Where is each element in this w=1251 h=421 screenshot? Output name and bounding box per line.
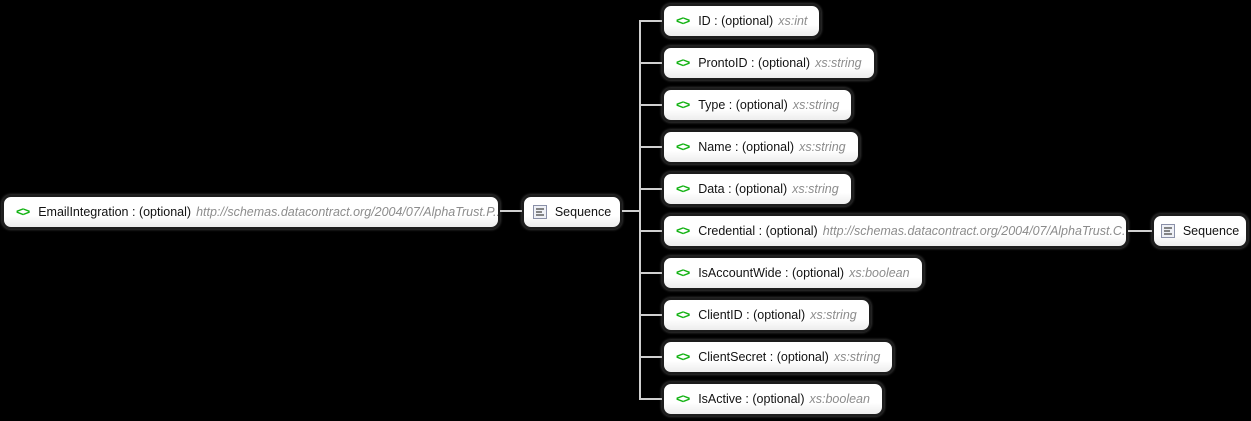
element-node[interactable]: <> ClientID : (optional) xs:string: [662, 298, 871, 332]
element-type: xs:string: [815, 56, 862, 70]
element-type: xs:string: [799, 140, 846, 154]
element-modifier: (optional): [735, 98, 788, 112]
element-modifier: (optional): [752, 392, 805, 406]
element-modifier: (optional): [138, 205, 192, 219]
element-type: xs:boolean: [849, 266, 910, 280]
connector-trunk: [639, 20, 641, 400]
element-type: xs:boolean: [809, 392, 870, 406]
separator: :: [742, 308, 754, 322]
element-name: ClientID: [698, 308, 743, 322]
connector-line: [500, 210, 522, 212]
element-name: Credential: [698, 224, 756, 238]
separator: :: [731, 140, 742, 154]
element-type: xs:string: [792, 98, 840, 112]
element-type: http://schemas.datacontract.org/2004/07/…: [822, 224, 1128, 238]
element-icon: <>: [676, 138, 690, 154]
connector-line: [640, 398, 662, 400]
element-icon: <>: [676, 96, 690, 112]
element-icon: <>: [676, 54, 690, 70]
element-modifier: (optional): [765, 224, 818, 238]
element-icon: <>: [676, 390, 690, 406]
element-modifier: (optional): [741, 140, 795, 154]
element-modifier: (optional): [757, 56, 811, 70]
connector-line: [640, 230, 662, 232]
element-name: ClientSecret: [698, 350, 767, 364]
element-icon: <>: [676, 180, 690, 196]
element-type: xs:string: [833, 350, 881, 364]
connector-line: [640, 62, 662, 64]
element-node[interactable]: <> Name : (optional) xs:string: [662, 130, 860, 164]
element-modifier: (optional): [776, 350, 829, 364]
element-icon: <>: [676, 222, 690, 238]
sequence-icon: [532, 205, 547, 219]
element-modifier: (optional): [721, 14, 774, 28]
separator: :: [724, 182, 736, 196]
element-node[interactable]: <> ID : (optional) xs:int: [662, 4, 822, 38]
element-name: Name: [698, 140, 732, 154]
element-name: IsActive: [698, 392, 742, 406]
element-name: Type: [698, 98, 726, 112]
element-icon: <>: [16, 203, 30, 219]
sequence-label: Sequence: [1182, 224, 1240, 238]
element-type: xs:string: [792, 182, 839, 196]
element-node[interactable]: <> Credential : (optional) http://schema…: [662, 214, 1128, 248]
connector-line: [640, 272, 662, 274]
element-name: IsAccountWide: [698, 266, 782, 280]
separator: :: [741, 392, 753, 406]
element-name: ID: [698, 14, 711, 28]
separator: :: [755, 224, 766, 238]
connector-line: [640, 20, 662, 22]
connector-line: [640, 314, 662, 316]
element-node[interactable]: <> ClientSecret : (optional) xs:string: [662, 340, 895, 374]
element-modifier: (optional): [735, 182, 788, 196]
connector-line: [640, 188, 662, 190]
element-node[interactable]: <> Data : (optional) xs:string: [662, 172, 853, 206]
element-icon: <>: [676, 264, 690, 280]
element-type: xs:int: [778, 14, 808, 28]
separator: :: [710, 14, 722, 28]
element-name: ProntoID: [698, 56, 748, 70]
element-icon: <>: [676, 12, 690, 28]
connector-line: [640, 104, 662, 106]
connector-line: [640, 356, 662, 358]
element-node[interactable]: <> Type : (optional) xs:string: [662, 88, 854, 122]
sequence-node[interactable]: Sequence: [522, 195, 622, 229]
element-node[interactable]: <> IsActive : (optional) xs:boolean: [662, 382, 884, 416]
sequence-label: Sequence: [554, 205, 612, 219]
separator: :: [747, 56, 758, 70]
element-name: EmailIntegration: [38, 205, 129, 219]
connector-line: [640, 146, 662, 148]
element-modifier: (optional): [753, 308, 806, 322]
separator: :: [128, 205, 139, 219]
element-type: http://schemas.datacontract.org/2004/07/…: [196, 205, 500, 219]
separator: :: [781, 266, 792, 280]
child-sequence-node[interactable]: Sequence: [1152, 214, 1248, 248]
element-icon: <>: [676, 348, 690, 364]
sequence-icon: [1160, 224, 1175, 238]
separator: :: [766, 350, 777, 364]
element-node-emailintegration[interactable]: <> EmailIntegration : (optional) http://…: [2, 195, 500, 229]
element-modifier: (optional): [791, 266, 845, 280]
element-type: xs:string: [810, 308, 857, 322]
element-node[interactable]: <> IsAccountWide : (optional) xs:boolean: [662, 256, 924, 290]
connector-line: [1128, 230, 1152, 232]
element-icon: <>: [676, 306, 690, 322]
element-name: Data: [698, 182, 725, 196]
connector-line: [622, 210, 641, 212]
element-node[interactable]: <> ProntoID : (optional) xs:string: [662, 46, 876, 80]
separator: :: [725, 98, 736, 112]
